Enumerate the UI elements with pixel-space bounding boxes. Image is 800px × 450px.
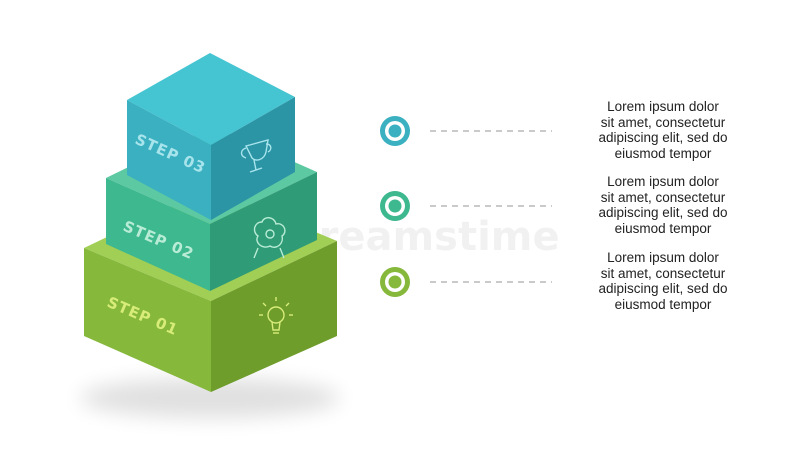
step-03-description-line: sit amet, consectetur: [600, 114, 726, 130]
step-01-description: Lorem ipsum dolor sit amet, consectetur …: [573, 250, 753, 312]
marker-step-03-dot: [388, 124, 402, 138]
brain-gear-icon: [253, 217, 286, 259]
step-03-description-line: eiusmod tempor: [614, 145, 712, 161]
marker-step-02-dot: [388, 199, 402, 213]
step-03-left-face: [127, 100, 211, 220]
step-01-description-line: eiusmod tempor: [614, 296, 712, 312]
step-01-left-face: [84, 248, 211, 392]
step-02-description-line: eiusmod tempor: [614, 220, 712, 236]
connector-step-02: [380, 191, 552, 221]
step-03-description: Lorem ipsum dolor sit amet, consectetur …: [573, 99, 753, 161]
lightbulb-icon: [259, 297, 293, 334]
trophy-icon: [240, 139, 272, 173]
step-02-description-line: adipiscing elit, sed do: [598, 205, 728, 220]
pyramid-shadow: [80, 378, 340, 418]
step-03-block: STEP 03: [127, 53, 295, 220]
step-03-top-face: [127, 53, 295, 145]
step-02-right-face: [210, 172, 317, 291]
step-03-description-line: adipiscing elit, sed do: [598, 130, 728, 145]
step-02-description: Lorem ipsum dolor sit amet, consectetur …: [573, 174, 753, 236]
step-01-description-line: Lorem ipsum dolor: [607, 250, 719, 265]
connector-step-01: [380, 267, 552, 297]
step-02-description-line: Lorem ipsum dolor: [607, 174, 719, 189]
step-03-description-line: Lorem ipsum dolor: [607, 99, 719, 114]
step-01-right-face: [211, 241, 337, 392]
step-01-description-line: adipiscing elit, sed do: [598, 281, 728, 296]
step-02-left-face: [106, 178, 210, 291]
step-02-description-line: sit amet, consectetur: [600, 189, 726, 205]
step-01-description-line: sit amet, consectetur: [600, 265, 726, 281]
marker-step-01-dot: [388, 275, 402, 289]
connector-step-03: [380, 116, 552, 146]
